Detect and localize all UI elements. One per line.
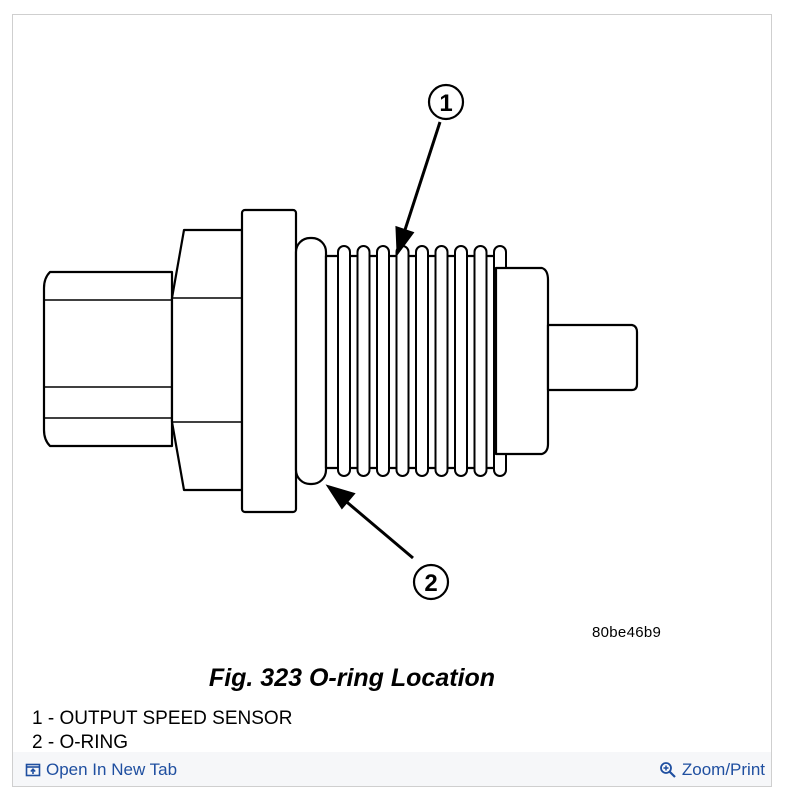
thread-ridge bbox=[473, 245, 488, 477]
callout-1-label: 1 bbox=[439, 90, 452, 117]
connector-body bbox=[42, 270, 174, 448]
hex-nut bbox=[170, 228, 244, 492]
open-new-tab-icon bbox=[25, 763, 41, 777]
callout-2-label: 2 bbox=[424, 570, 437, 597]
callout-2: 2 bbox=[412, 563, 450, 601]
legend-item-1: 1 - OUTPUT SPEED SENSOR bbox=[32, 708, 293, 729]
arrowhead-2 bbox=[325, 484, 356, 510]
zoom-print-label: Zoom/Print bbox=[681, 760, 765, 779]
zoom-icon bbox=[659, 762, 676, 778]
thread-core bbox=[324, 254, 498, 470]
o-ring bbox=[294, 236, 328, 486]
legend: 1 - OUTPUT SPEED SENSOR 2 - O-RING bbox=[32, 707, 292, 755]
thread-ridge bbox=[356, 245, 371, 477]
arrowhead-1 bbox=[395, 225, 415, 257]
sensor-tip bbox=[546, 323, 639, 392]
callout-1: 1 bbox=[427, 83, 465, 121]
sensor-shank bbox=[494, 266, 550, 456]
thread-ridge bbox=[434, 245, 449, 477]
zoom-print-link[interactable]: Zoom/Print bbox=[659, 760, 765, 780]
sensor-diagram: 1 2 bbox=[42, 83, 639, 601]
figure-footer: Open In New Tab Zoom/Print bbox=[13, 752, 771, 786]
sensor-threads bbox=[337, 245, 507, 477]
open-new-tab-link[interactable]: Open In New Tab bbox=[25, 760, 177, 780]
thread-ridge bbox=[454, 245, 468, 477]
flange-collar bbox=[240, 208, 298, 514]
thread-ridge bbox=[337, 245, 351, 477]
thread-ridge bbox=[376, 245, 390, 477]
open-new-tab-label: Open In New Tab bbox=[46, 760, 178, 779]
leader-line-1 bbox=[401, 121, 442, 237]
thread-ridge bbox=[395, 245, 410, 477]
figure-caption: Fig. 323 O-ring Location bbox=[208, 664, 496, 692]
legend-item-2: 2 - O-RING bbox=[32, 732, 129, 753]
leader-line-2 bbox=[341, 496, 414, 560]
thread-ridge bbox=[415, 245, 429, 477]
image-code: 80be46b9 bbox=[592, 624, 662, 641]
